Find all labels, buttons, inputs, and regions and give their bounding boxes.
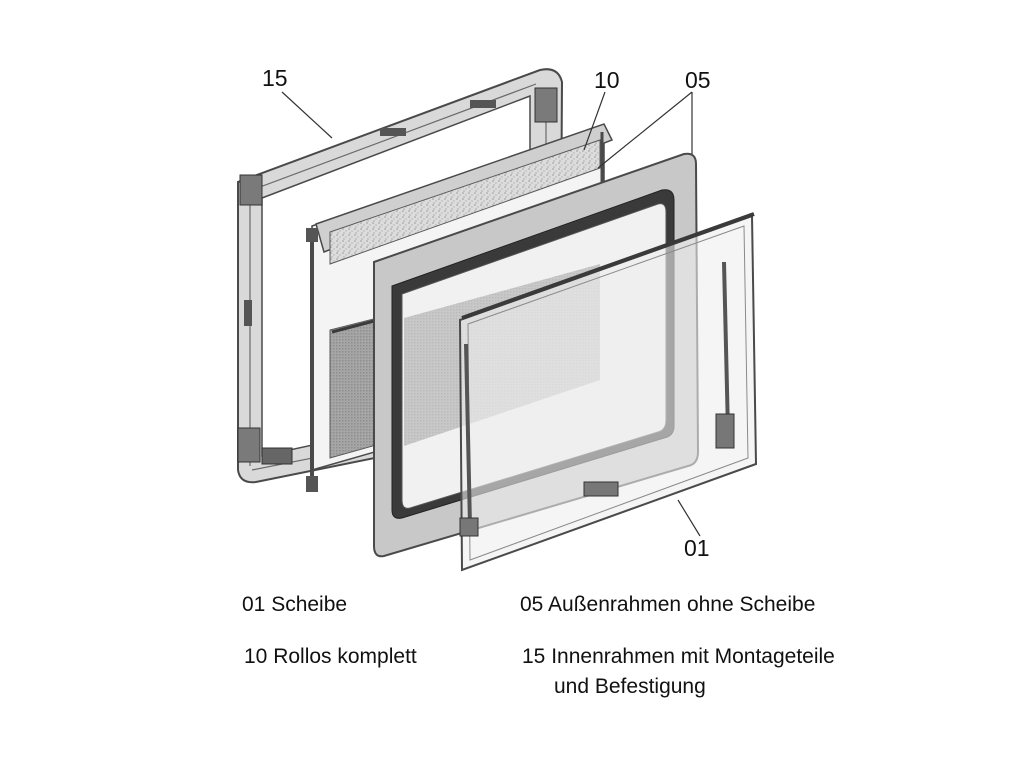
leader-01 — [677, 499, 701, 537]
leader-05a — [597, 91, 693, 169]
corner-fitting — [239, 174, 263, 206]
corner-fitting — [237, 427, 261, 463]
leader-10 — [583, 91, 606, 151]
leader-15 — [281, 91, 333, 139]
callout-05: 05 — [685, 67, 711, 93]
leader-lines — [281, 91, 701, 537]
mounting-clip — [244, 300, 252, 326]
callout-15: 15 — [262, 65, 288, 91]
latch — [583, 481, 619, 497]
legend-item-01: 01 Scheibe — [242, 593, 348, 616]
legend-item-05: 05 Außenrahmen ohne Scheibe — [520, 593, 816, 616]
callout-01: 01 — [684, 535, 710, 561]
mounting-clip — [380, 128, 406, 136]
mounting-clip — [470, 100, 496, 108]
corner-fitting — [534, 87, 558, 123]
callout-10: 10 — [594, 67, 620, 93]
diagram-canvas: 15 10 05 01 — [237, 65, 758, 572]
blind-end-cap — [306, 228, 318, 242]
glass-pane-01 — [458, 212, 758, 572]
strut-bracket — [459, 517, 479, 537]
legend-item-15: 15 Innenrahmen mit Montageteile — [522, 645, 835, 668]
mounting-clip — [261, 447, 293, 465]
legend-item-15-cont: und Befestigung — [554, 675, 706, 698]
blind-end-cap — [306, 476, 318, 492]
legend-item-10: 10 Rollos komplett — [244, 645, 417, 668]
strut-bracket — [715, 413, 735, 449]
